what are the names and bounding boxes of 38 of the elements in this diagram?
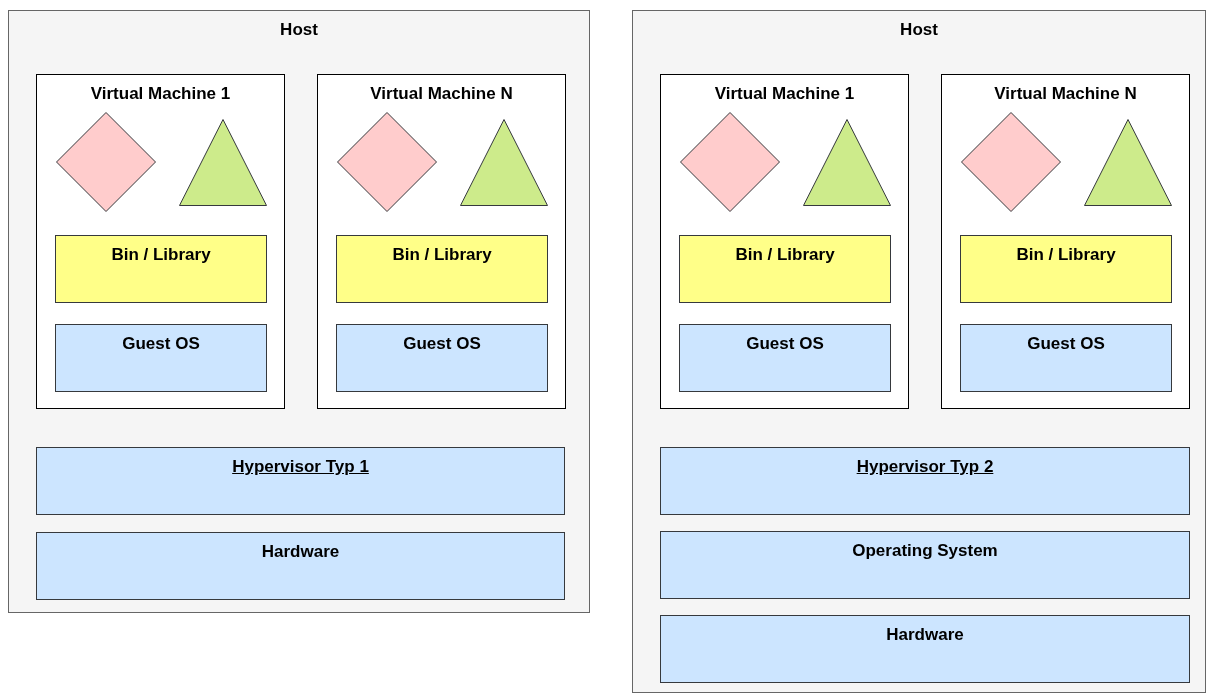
heading: Host [279, 20, 319, 40]
guest-os-layer [960, 324, 1172, 392]
virtual-machine-box [660, 74, 909, 409]
heading: Virtual Machine 1 [713, 84, 856, 104]
library-layer [336, 235, 548, 303]
library-layer [55, 235, 267, 303]
layer-label: Bin / Library [110, 245, 212, 265]
virtual-machine-box [36, 74, 285, 409]
hypervisor-layer [660, 447, 1190, 515]
layer-label: Hardware [885, 625, 965, 645]
layer-label: Hypervisor Typ 2 [855, 457, 995, 477]
hypervisor-layer [36, 447, 565, 515]
layer-label: Bin / Library [734, 245, 836, 265]
layer-label: Hardware [260, 542, 341, 562]
layer-label: Guest OS [402, 334, 482, 354]
library-layer [679, 235, 891, 303]
layer-label: Guest OS [745, 334, 825, 354]
heading: Virtual Machine N [369, 84, 514, 104]
layer-label: Operating System [851, 541, 999, 561]
virtual-machine-box [941, 74, 1190, 409]
system-layer [660, 531, 1190, 599]
system-layer [660, 615, 1190, 683]
layer-label: Hypervisor Typ 1 [231, 457, 370, 477]
guest-os-layer [55, 324, 267, 392]
layer-label: Bin / Library [1015, 245, 1117, 265]
guest-os-layer [336, 324, 548, 392]
heading: Virtual Machine 1 [89, 84, 232, 104]
layer-label: Bin / Library [391, 245, 493, 265]
virtual-machine-box [317, 74, 566, 409]
system-layer [36, 532, 565, 600]
guest-os-layer [679, 324, 891, 392]
layer-label: Guest OS [121, 334, 201, 354]
layer-label: Guest OS [1026, 334, 1106, 354]
host-panel [8, 10, 590, 613]
library-layer [960, 235, 1172, 303]
heading: Virtual Machine N [993, 84, 1138, 104]
heading: Host [899, 20, 939, 40]
host-panel [632, 10, 1206, 693]
